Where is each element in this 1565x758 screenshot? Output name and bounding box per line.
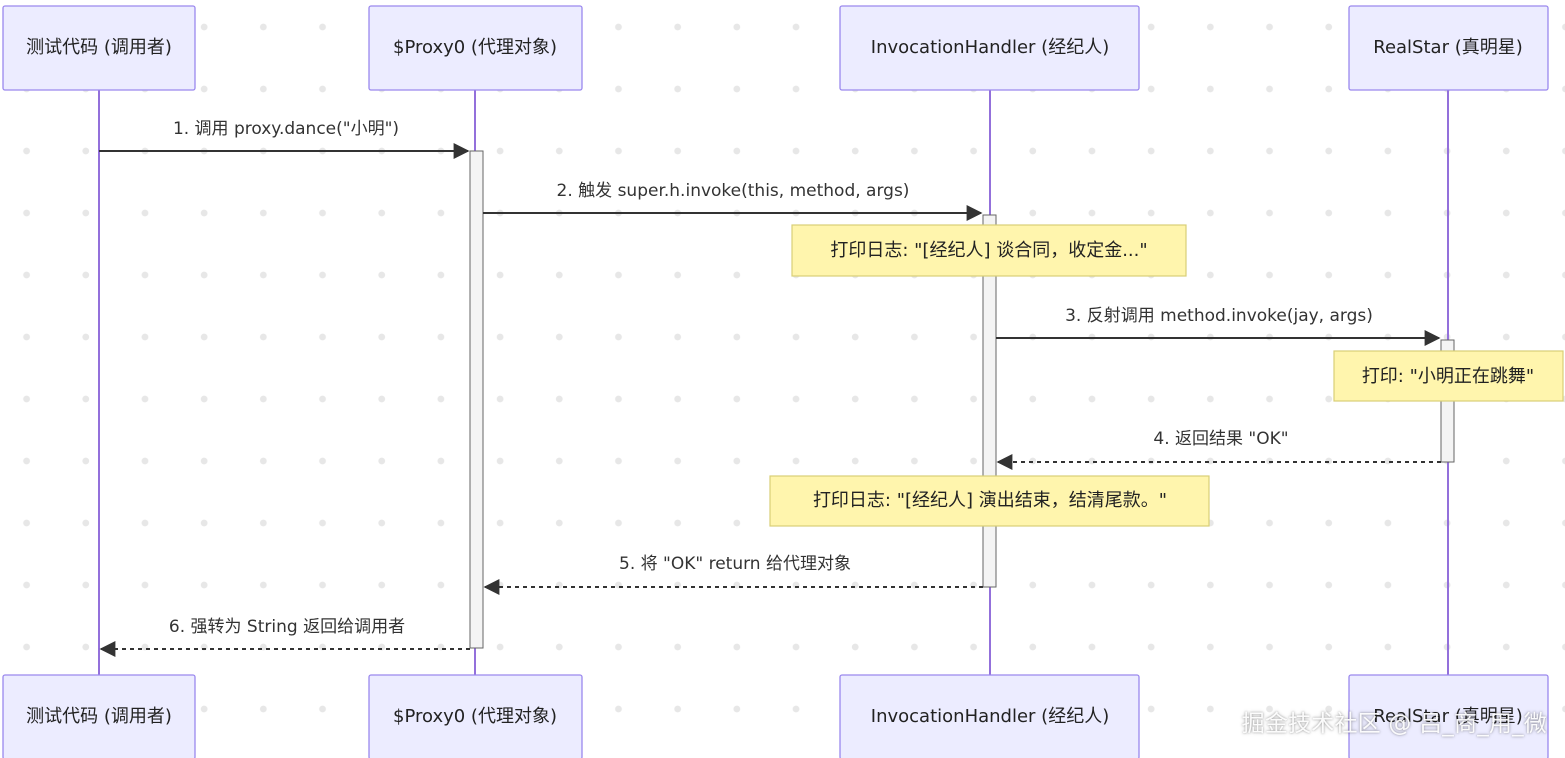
actor-caller-bottom: 测试代码 (调用者) <box>2 674 196 758</box>
note-2-text: 打印: "小明正在跳舞" <box>1362 366 1534 387</box>
actor-caller-label: 测试代码 (调用者) <box>26 37 172 58</box>
actor-proxy-bottom: $Proxy0 (代理对象) <box>368 674 583 758</box>
activation-proxy <box>469 150 484 649</box>
actor-caller-label-bottom: 测试代码 (调用者) <box>26 706 172 727</box>
message-1-label: 1. 调用 proxy.dance("小明") <box>173 119 399 139</box>
message-4-label: 4. 返回结果 "OK" <box>1153 429 1288 449</box>
actor-proxy-label-bottom: $Proxy0 (代理对象) <box>393 706 557 727</box>
actor-realstar-bottom: RealStar (真明星) <box>1348 674 1549 758</box>
actor-realstar-label: RealStar (真明星) <box>1373 37 1522 58</box>
actor-handler-top: InvocationHandler (经纪人) <box>839 5 1140 91</box>
note-3-text: 打印日志: "[经纪人] 演出结束，结清尾款。" <box>813 490 1167 511</box>
actor-proxy-label: $Proxy0 (代理对象) <box>393 37 557 58</box>
actor-realstar-top: RealStar (真明星) <box>1348 5 1549 91</box>
actor-realstar-label-bottom: RealStar (真明星) <box>1373 706 1522 727</box>
note-3: 打印日志: "[经纪人] 演出结束，结清尾款。" <box>769 475 1210 527</box>
note-2: 打印: "小明正在跳舞" <box>1333 350 1564 402</box>
message-6-label: 6. 强转为 String 返回给调用者 <box>169 617 405 637</box>
actor-handler-label-bottom: InvocationHandler (经纪人) <box>871 706 1109 727</box>
watermark-text: 掘金技术社区 @ 吕_商_用_微 <box>1241 711 1547 737</box>
actor-caller-top: 测试代码 (调用者) <box>2 5 196 91</box>
note-1: 打印日志: "[经纪人] 谈合同，收定金..." <box>791 224 1187 277</box>
actor-handler-label: InvocationHandler (经纪人) <box>871 37 1109 58</box>
actor-handler-bottom: InvocationHandler (经纪人) <box>839 674 1140 758</box>
message-3-label: 3. 反射调用 method.invoke(jay, args) <box>1065 306 1373 326</box>
message-2-label: 2. 触发 super.h.invoke(this, method, args) <box>557 181 910 201</box>
actor-proxy-top: $Proxy0 (代理对象) <box>368 5 583 91</box>
message-5-label: 5. 将 "OK" return 给代理对象 <box>619 554 851 574</box>
note-1-text: 打印日志: "[经纪人] 谈合同，收定金..." <box>830 240 1147 261</box>
